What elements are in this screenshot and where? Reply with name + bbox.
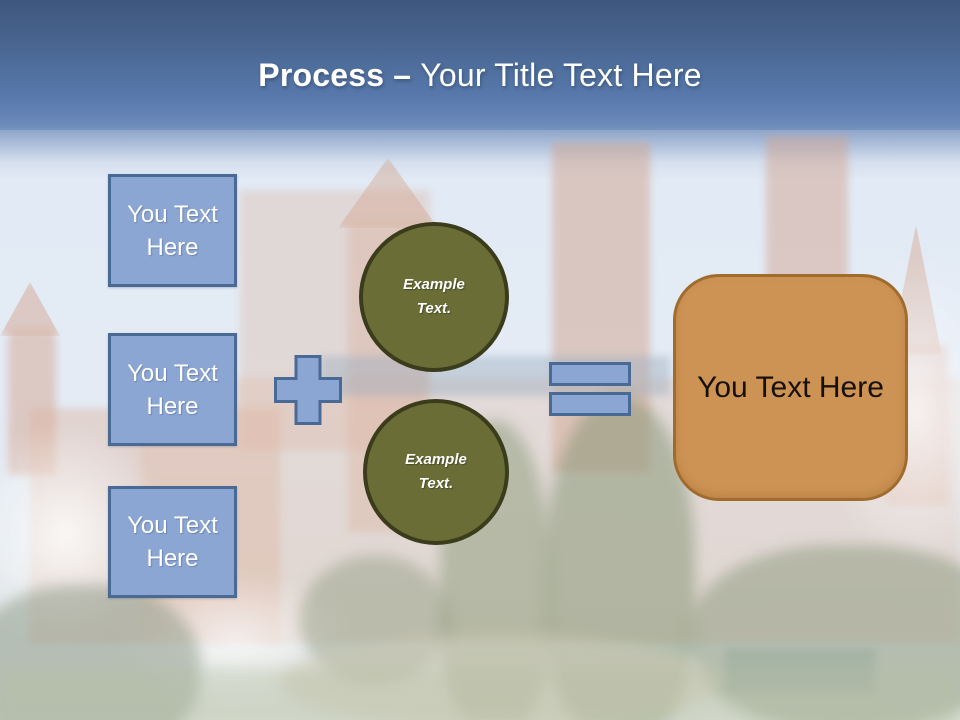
result-box: You Text Here <box>673 274 908 501</box>
input-box-2: You Text Here <box>108 333 237 446</box>
background-grass <box>0 668 960 720</box>
input-box-label: You Text Here <box>127 359 218 420</box>
result-box-label: You Text Here <box>697 370 884 404</box>
equals-icon <box>549 362 631 416</box>
example-circle-label: Example Text. <box>403 276 465 317</box>
title-text: Your Title Text Here <box>420 56 702 93</box>
background-hedge <box>0 585 200 720</box>
title-separator: – <box>393 56 412 93</box>
plus-icon <box>274 355 342 425</box>
input-box-label: You Text Here <box>127 200 218 261</box>
title-emphasis: Process <box>258 56 385 93</box>
page-title: Process–Your Title Text Here <box>258 57 701 94</box>
input-box-1: You Text Here <box>108 174 237 287</box>
input-box-3: You Text Here <box>108 486 237 598</box>
example-circle-2: Example Text. <box>363 399 509 545</box>
background-bush <box>690 545 960 720</box>
example-circle-1: Example Text. <box>359 222 509 372</box>
example-circle-label: Example Text. <box>405 451 467 492</box>
slide-header: Process–Your Title Text Here <box>0 0 960 150</box>
background-path <box>280 635 720 720</box>
input-box-label: You Text Here <box>127 512 218 572</box>
